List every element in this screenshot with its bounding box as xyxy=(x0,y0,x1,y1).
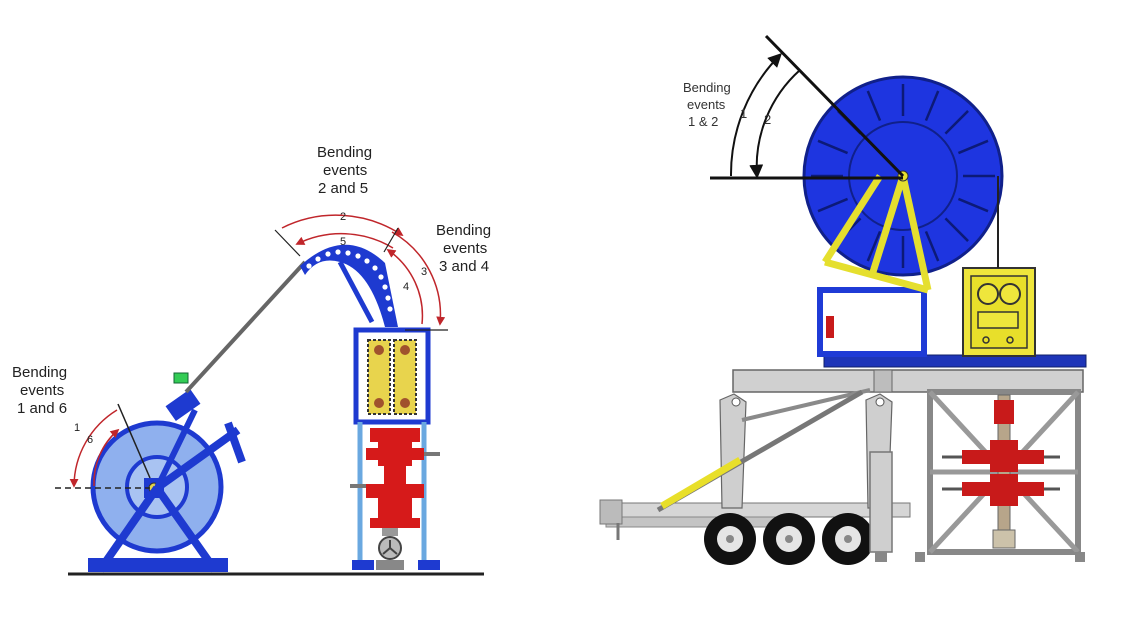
coiled-tubing-reel xyxy=(88,372,246,573)
tangent-reference xyxy=(764,34,905,178)
arc-event-1 xyxy=(69,409,118,488)
injector-head xyxy=(353,327,431,425)
arc-numbers-right: 1 2 xyxy=(740,106,771,127)
arc-event-6 xyxy=(93,428,120,487)
arc-number: 5 xyxy=(340,236,346,248)
injector-chain-right xyxy=(393,339,417,415)
tubing-reel-right xyxy=(802,75,1004,294)
reel-spoke xyxy=(944,217,969,242)
reel-inner-ring xyxy=(848,121,958,231)
bop-stack xyxy=(350,428,440,570)
bop-rams-lower xyxy=(366,484,424,498)
bop-rams-upper xyxy=(366,448,424,460)
reel-support-arm xyxy=(822,174,883,264)
arc-number: 2 xyxy=(764,112,771,127)
trailer-wheels xyxy=(704,513,874,565)
reel-spoke xyxy=(957,139,989,155)
mast-brace xyxy=(741,388,871,422)
right-diagram: 1 2 Bending events 1 & 2 xyxy=(599,34,1087,565)
label-line: Bending xyxy=(12,364,67,381)
arc-number: 2 xyxy=(340,211,346,223)
arc-event-2-right xyxy=(749,69,801,179)
reel-tangent-line xyxy=(117,403,151,479)
reel-skid-frame xyxy=(817,287,927,357)
label-events-1-2: Bending events 1 & 2 xyxy=(683,80,731,129)
bending-arcs-right xyxy=(710,34,905,180)
gooseneck-support xyxy=(337,260,375,324)
reel-frame-leg-left xyxy=(96,485,161,573)
label-line: 1 & 2 xyxy=(688,114,718,129)
label-line: Bending xyxy=(683,80,731,95)
injector-frame xyxy=(353,327,431,425)
label-events-1-6: Bending events 1 and 6 xyxy=(12,364,67,417)
reel-spoke xyxy=(957,197,989,213)
tubing-run xyxy=(184,260,307,394)
bending-arcs-left xyxy=(55,214,448,489)
label-line: events xyxy=(323,162,367,179)
arc-number: 4 xyxy=(403,281,409,293)
reel-spoke xyxy=(924,230,940,262)
reel-spoke xyxy=(866,90,882,122)
bop-stack-right xyxy=(942,394,1060,549)
control-box xyxy=(869,451,893,553)
trailer-deck xyxy=(599,502,911,518)
left-diagram: 1 6 2 5 3 4 Bending events 1 and 6 Bendi… xyxy=(12,144,491,576)
upper-platform-beam xyxy=(732,369,1084,393)
label-line: 3 and 4 xyxy=(439,258,489,275)
bop-body-lower xyxy=(378,498,412,520)
ram-cylinder xyxy=(660,456,742,510)
reel-guide-arm xyxy=(154,408,198,490)
power-pack xyxy=(962,267,1036,357)
reel-spoke xyxy=(866,230,882,262)
gooseneck-arch xyxy=(300,244,398,327)
label-line: events xyxy=(20,382,64,399)
label-line: Bending xyxy=(317,144,372,161)
substructure-tower xyxy=(869,389,1085,562)
trailer-hitch xyxy=(599,499,623,525)
reel-spoke xyxy=(817,139,849,155)
annular-preventer xyxy=(994,400,1014,424)
arc-numbers-left: 1 6 2 5 3 4 xyxy=(74,211,427,446)
reel-spoke xyxy=(924,90,940,122)
arc-number: 6 xyxy=(87,434,93,446)
label-line: Bending xyxy=(436,222,491,239)
arc-number: 1 xyxy=(74,422,80,434)
label-line: events xyxy=(443,240,487,257)
gooseneck xyxy=(300,244,398,327)
reel-level-wind-arm xyxy=(154,426,241,492)
reel-deck xyxy=(817,287,1087,368)
label-line: 2 and 5 xyxy=(318,180,368,197)
reel-base xyxy=(88,558,228,572)
deck-plate xyxy=(823,354,1087,368)
reel-frame-leg-right xyxy=(153,485,219,573)
arc-number: 3 xyxy=(421,266,427,278)
reel-spoke xyxy=(817,197,849,213)
arc-event-5 xyxy=(295,232,394,249)
label-line: events xyxy=(687,97,726,112)
arc-event-4 xyxy=(386,248,424,325)
label-line: 1 and 6 xyxy=(17,400,67,417)
injector-chain-left xyxy=(367,339,391,415)
counter-box xyxy=(173,372,189,384)
level-wind-head xyxy=(165,389,201,421)
arc-event-3 xyxy=(391,231,446,326)
label-events-3-4: Bending events 3 and 4 xyxy=(436,222,491,275)
reel-brace xyxy=(224,421,246,464)
mast-leg-left xyxy=(719,393,747,509)
label-events-2-5: Bending events 2 and 5 xyxy=(317,144,372,197)
bop-flange-top xyxy=(370,428,420,442)
arc-event-1-right xyxy=(729,53,782,177)
trailer xyxy=(599,499,911,540)
arc-event-2 xyxy=(281,214,404,236)
reel-spoke xyxy=(944,110,969,135)
arc-number: 1 xyxy=(740,106,747,121)
